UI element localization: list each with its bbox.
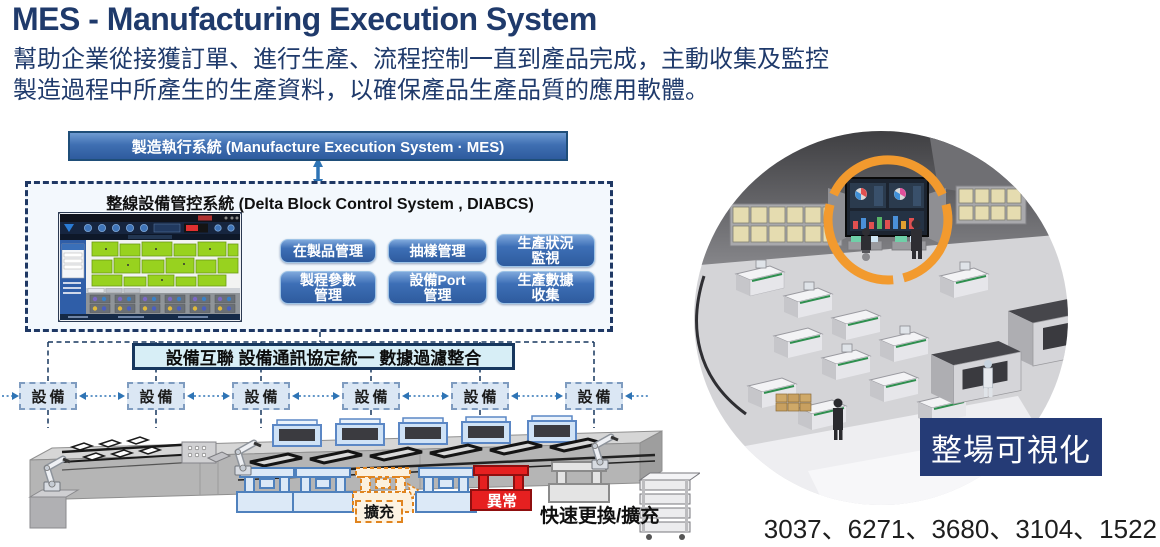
device-box-3: 設備 [232,382,290,410]
function-button-production-data: 生產數據 收集 [496,271,595,304]
button-label: 生產狀況 [517,234,574,251]
device-box-6: 設備 [565,382,623,410]
conveyor-parts [69,436,163,461]
abnormal-label: 異常 [486,493,517,510]
robot-arm-3 [591,433,619,470]
pallet-boxes [775,393,812,412]
module-blue-2 [292,467,354,513]
subtitle-line-1: 幫助企業從接獲訂單、進行生產、流程控制一直到產品完成，主動收集及監控 [13,46,829,73]
page-subtitle: 幫助企業從接獲訂單、進行生產、流程控制一直到產品完成，主動收集及監控 製造過程中… [13,44,829,106]
floor-cable [695,275,747,416]
shelf-rack-right [955,185,1027,225]
function-button-production-status: 生產狀況 監視 [496,234,595,267]
button-label: 抽樣管理 [409,242,466,259]
robot-arm-1 [43,455,71,492]
function-button-sampling: 抽樣管理 [388,239,487,263]
expansion-label: 擴充 [355,500,403,523]
line-layout-green-blocks [91,241,239,287]
station-icon-grid [89,294,236,313]
production-line-illustration [28,415,700,540]
button-label: 生產數據 [517,271,574,288]
button-label: 設備Port [409,271,466,288]
device-box-1: 設備 [19,382,77,410]
mes-system-box: 製造執行系統 (Manufacture Execution System · M… [68,131,568,161]
integration-bar: 設備互聯 設備通訊協定統一 數據過濾整合 [132,343,515,370]
subtitle-line-2: 製造過程中所產生的生產資料，以確保產品生產品質的應用軟體。 [13,77,709,104]
module-blue-1 [236,467,298,513]
stock-numbers: 3037、6271、3680、3104、1522 [763,514,1157,544]
page-title: MES - Manufacturing Execution System [12,1,597,37]
device-box-2: 設備 [127,382,185,410]
diagram-connector-and-production-line-layer [2,157,700,540]
delta-logo-icon [64,224,74,232]
quick-change-label: 快速更換/擴充 [540,506,660,527]
function-button-equipment-port: 設備Port 管理 [388,271,487,304]
cart [638,472,700,540]
large-machine [931,341,1022,405]
device-link-arrows [2,392,650,400]
robot-arm-2 [234,439,262,476]
function-button-wip: 在製品管理 [280,239,376,263]
blue-machines-row [272,415,577,447]
visualization-caption: 整場可視化 [920,418,1102,476]
tray-frames [249,437,603,468]
diabcs-software-screenshot [58,212,242,322]
button-label: 製程參數 [300,271,356,288]
function-button-process-parameters: 製程參數 管理 [280,271,376,304]
worker-white [983,360,993,397]
diabcs-panel-title: 整線設備管控系統 (Delta Block Control System , D… [106,196,534,213]
orange-highlight-ring [823,155,953,285]
button-label: 在製品管理 [293,242,363,259]
device-box-5: 設備 [451,382,509,410]
shelf-rack-left [729,203,843,247]
device-box-4: 設備 [342,382,400,410]
worker-dark [833,398,843,440]
module-abnormal-red [470,465,532,511]
module-blue-3 [415,467,477,513]
